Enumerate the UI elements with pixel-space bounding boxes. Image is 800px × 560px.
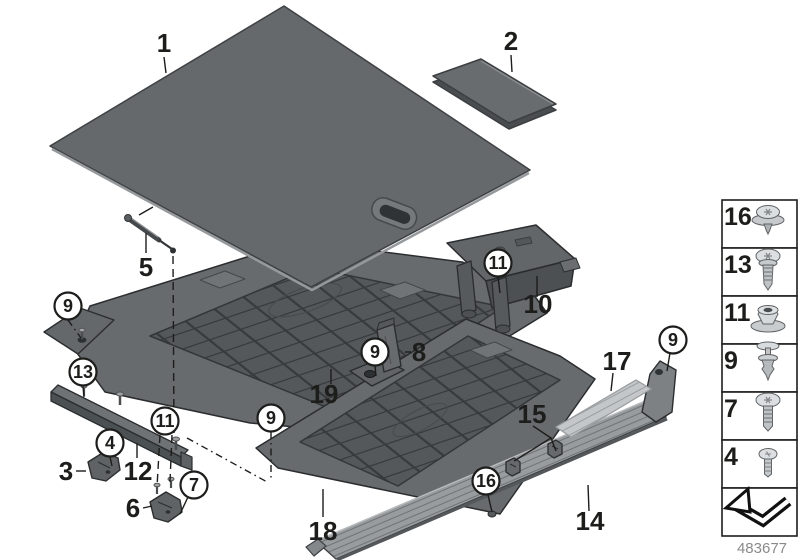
legend-item-13[interactable]: 13 bbox=[721, 247, 798, 297]
flange-nut-icon bbox=[750, 305, 786, 333]
part-1-trunk-floor-panel bbox=[49, 5, 531, 292]
callout-9-b[interactable]: 9 bbox=[256, 403, 286, 433]
svg-text:13: 13 bbox=[724, 251, 752, 279]
torx-screw-icon bbox=[755, 248, 781, 291]
callout-1[interactable]: 1 bbox=[157, 28, 171, 58]
svg-text:4: 4 bbox=[724, 443, 738, 471]
small-screw-icon bbox=[758, 448, 778, 478]
callout-3[interactable]: 3 bbox=[59, 456, 73, 486]
part-1-handle-recess bbox=[371, 197, 418, 231]
svg-text:9: 9 bbox=[370, 342, 380, 362]
svg-text:11: 11 bbox=[155, 411, 174, 431]
cross-reference-arrow-icon bbox=[722, 485, 792, 528]
expansion-rivet-icon bbox=[756, 341, 780, 382]
machine-screw-icon bbox=[755, 392, 781, 432]
svg-text:9: 9 bbox=[63, 296, 73, 316]
callout-4[interactable]: 4 bbox=[95, 428, 125, 458]
callout-19[interactable]: 19 bbox=[310, 379, 339, 409]
flange-head-screw-icon bbox=[751, 205, 785, 236]
callout-17[interactable]: 17 bbox=[603, 346, 632, 376]
callout-7[interactable]: 7 bbox=[179, 470, 209, 500]
svg-text:11: 11 bbox=[488, 253, 507, 273]
svg-text:4: 4 bbox=[105, 433, 115, 453]
svg-text:16: 16 bbox=[476, 471, 496, 491]
part-2-cover-panel bbox=[432, 58, 557, 130]
svg-text:9: 9 bbox=[668, 330, 678, 350]
legend-cross-reference[interactable] bbox=[721, 485, 798, 537]
svg-text:7: 7 bbox=[724, 395, 738, 423]
legend-item-16[interactable]: 16 bbox=[721, 199, 798, 249]
callout-11-b[interactable]: 11 bbox=[483, 248, 513, 278]
svg-text:9: 9 bbox=[724, 347, 738, 375]
callout-11-a[interactable]: 11 bbox=[150, 406, 180, 436]
svg-text:7: 7 bbox=[189, 475, 199, 495]
callout-12[interactable]: 12 bbox=[124, 456, 153, 486]
part-10-mounting-bracket bbox=[446, 224, 581, 334]
legend-item-9[interactable]: 9 bbox=[721, 341, 798, 393]
svg-text:16: 16 bbox=[724, 203, 752, 231]
callouts: 1 2 5 9 13 4 3 12 11 6 7 9 19 9 8 11 10 … bbox=[53, 26, 688, 546]
legend-item-4[interactable]: 4 bbox=[721, 439, 798, 489]
callout-8[interactable]: 8 bbox=[412, 337, 426, 367]
leader-lines bbox=[67, 54, 671, 517]
callout-13[interactable]: 13 bbox=[68, 357, 98, 387]
diagram-number: 483677 bbox=[737, 540, 787, 557]
legend-item-11[interactable]: 11 bbox=[721, 295, 798, 345]
legend-item-7[interactable]: 7 bbox=[721, 391, 798, 441]
callout-15[interactable]: 15 bbox=[518, 399, 547, 429]
callout-14[interactable]: 14 bbox=[576, 506, 605, 536]
part-17-trim-strip bbox=[555, 379, 652, 438]
part-5-gas-strut bbox=[124, 214, 176, 254]
callout-9-a[interactable]: 9 bbox=[53, 291, 83, 321]
callout-2[interactable]: 2 bbox=[504, 26, 518, 56]
svg-text:9: 9 bbox=[266, 408, 276, 428]
fastener-legend: 16 13 11 bbox=[721, 199, 798, 557]
part-12-cross-rail bbox=[50, 384, 193, 471]
callout-18[interactable]: 18 bbox=[309, 516, 338, 546]
part-6-bracket bbox=[149, 491, 183, 523]
callout-5[interactable]: 5 bbox=[139, 252, 153, 282]
svg-text:13: 13 bbox=[73, 362, 93, 382]
svg-text:11: 11 bbox=[724, 299, 751, 327]
callout-9-d[interactable]: 9 bbox=[658, 325, 688, 355]
callout-6[interactable]: 6 bbox=[126, 493, 140, 523]
callout-9-c[interactable]: 9 bbox=[360, 337, 390, 367]
callout-10[interactable]: 10 bbox=[524, 289, 553, 319]
callout-16[interactable]: 16 bbox=[471, 466, 501, 496]
